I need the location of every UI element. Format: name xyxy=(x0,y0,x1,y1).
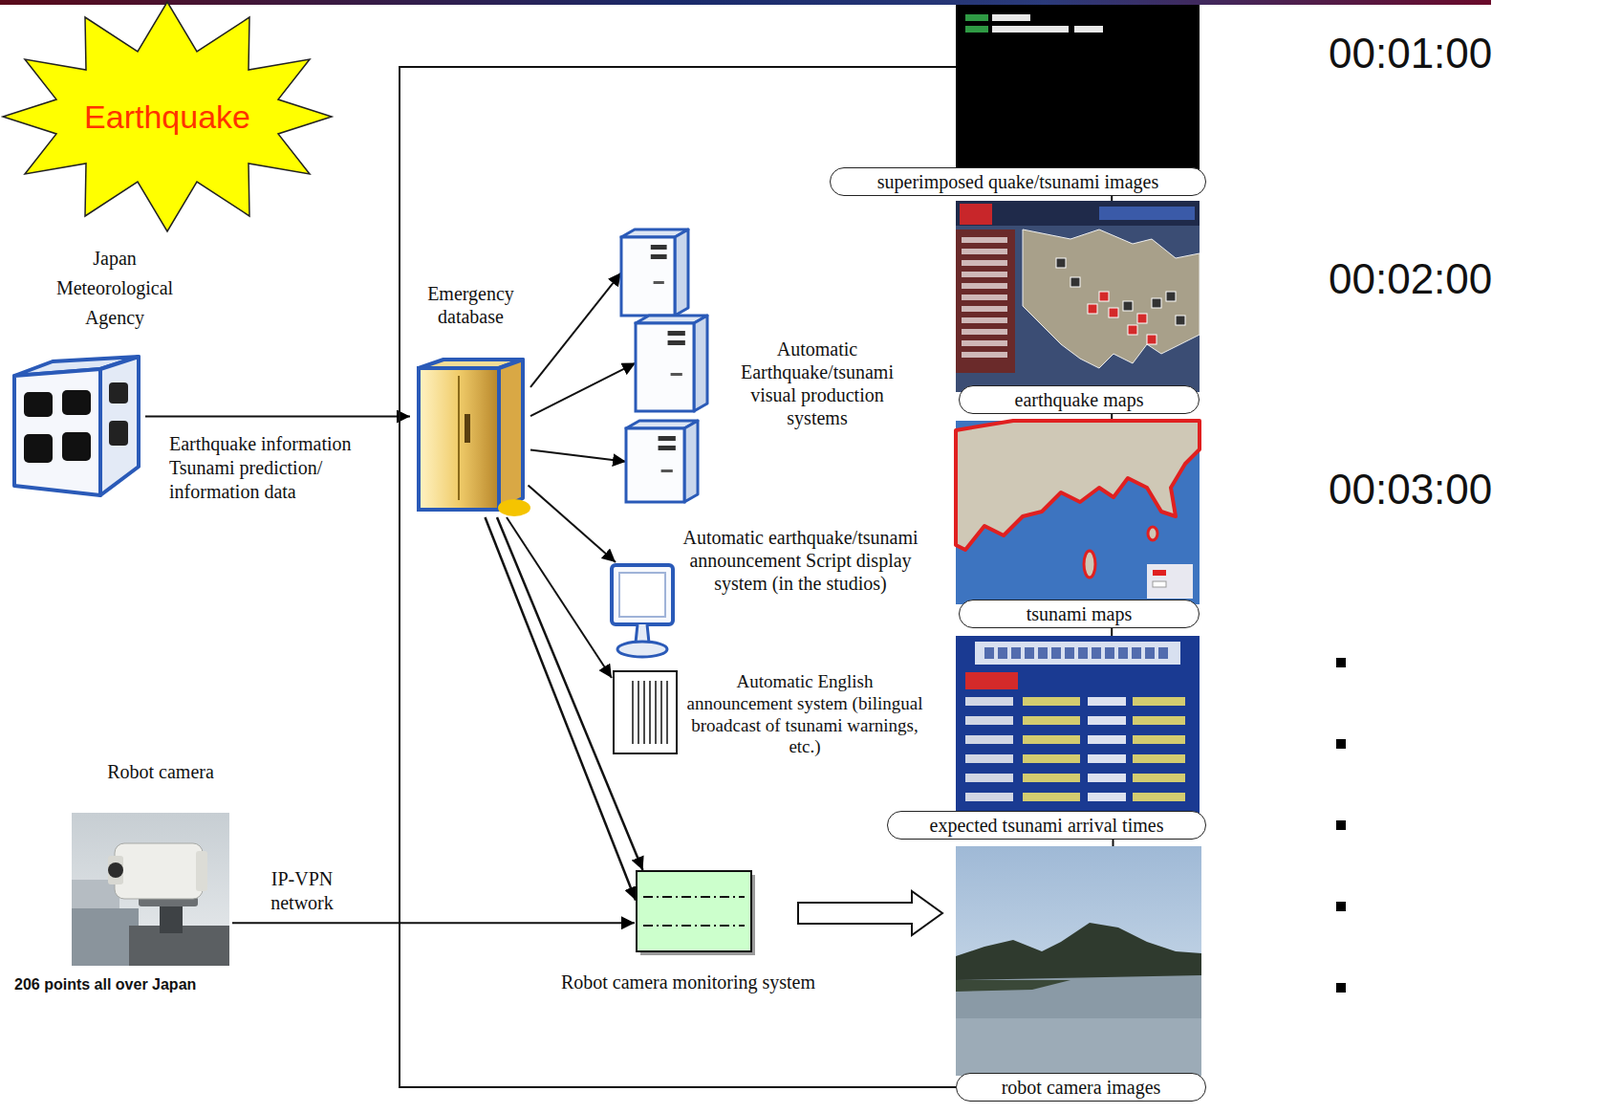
starburst-text-area: Earthquake xyxy=(0,0,335,235)
caption-box: expected tsunami arrival times xyxy=(886,810,1207,840)
system-label: Automatic English announcement system (b… xyxy=(685,670,925,758)
caption-box: tsunami maps xyxy=(958,599,1200,628)
connector-line xyxy=(1112,839,1115,846)
connector-line xyxy=(1110,195,1113,201)
caption-text: expected tsunami arrival times xyxy=(895,813,1198,837)
connector-line xyxy=(1110,627,1113,636)
system-label: Automatic earthquake/tsunami announcemen… xyxy=(673,525,928,595)
edge-label: IP-VPN network xyxy=(259,866,346,915)
connector-line xyxy=(506,517,612,678)
screen-node: robot camera images xyxy=(955,845,1207,1104)
script-label-area: Automatic earthquake/tsunami announcemen… xyxy=(673,525,928,595)
camera-photo-svg xyxy=(71,812,230,966)
connector-line xyxy=(530,449,627,461)
bullet-square xyxy=(1336,982,1346,993)
agency-label: Japan Meteorological Agency xyxy=(47,243,182,333)
edge-label-area: Earthquake information Tsunami predictio… xyxy=(169,432,380,504)
time-label: 00:01:00 xyxy=(1328,28,1492,80)
database-node: Emergency database xyxy=(406,281,536,521)
caption-text: robot camera images xyxy=(964,1075,1198,1099)
system-label: Automatic Earthquake/tsunami visual prod… xyxy=(726,337,909,430)
agency-label-area: Japan Meteorological Agency xyxy=(47,243,182,333)
visual-production-node: Automatic Earthquake/tsunami visual prod… xyxy=(616,224,923,507)
caption-text: tsunami maps xyxy=(967,602,1191,626)
announcer-icon-svg xyxy=(611,669,679,756)
screen-image xyxy=(955,845,1202,1076)
monitoring-box xyxy=(635,869,756,956)
caption-box: earthquake maps xyxy=(958,385,1200,414)
screen-image xyxy=(955,200,1200,392)
connector-line xyxy=(145,415,411,418)
caption-box: robot camera images xyxy=(955,1072,1207,1102)
english-announcement-node: Automatic English announcement system (b… xyxy=(608,669,930,765)
database-label: Emergency database xyxy=(406,281,536,328)
monitoring-box-svg xyxy=(635,869,756,956)
hollow-arrow xyxy=(798,890,943,935)
screen-image xyxy=(955,420,1200,605)
time-label: 00:02:00 xyxy=(1328,254,1492,305)
connector-line xyxy=(399,66,956,1087)
script-display-node: Automatic earthquake/tsunami announcemen… xyxy=(608,525,930,665)
database-icon xyxy=(410,356,531,518)
agency-node: Japan Meteorological Agency xyxy=(4,243,187,507)
monitoring-label-area: Robot camera monitoring system xyxy=(540,970,837,994)
caption-box: superimposed quake/tsunami images xyxy=(829,167,1207,196)
server-icons xyxy=(616,224,713,507)
connector-line xyxy=(530,363,636,417)
screen-image-svg xyxy=(955,420,1200,605)
starburst-text: Earthquake xyxy=(84,98,251,136)
bullet-square xyxy=(1336,657,1346,668)
building-icon-svg xyxy=(9,351,144,502)
time-label: 00:03:00 xyxy=(1328,464,1492,516)
screen-node: earthquake maps xyxy=(955,200,1203,416)
screen-node: superimposed quake/tsunami images xyxy=(829,4,1208,201)
building-icon xyxy=(9,351,144,502)
english-label-area: Automatic English announcement system (b… xyxy=(685,670,925,758)
edge-label-area: IP-VPN network xyxy=(259,866,346,915)
time-label-area: 00:02:00 xyxy=(1328,254,1492,305)
camera-note: 206 points all over Japan xyxy=(14,974,196,994)
robot-camera-node: Robot camera 206 points all over Japan xyxy=(9,759,259,1004)
camera-note-area: 206 points all over Japan xyxy=(14,974,196,994)
system-label: Robot camera monitoring system xyxy=(540,970,837,994)
time-label-area: 00:01:00 xyxy=(1328,28,1492,80)
camera-label: Robot camera xyxy=(84,759,238,783)
top-bar xyxy=(0,0,1492,5)
monitor-icon-svg xyxy=(608,562,676,660)
screen-node: tsunami maps xyxy=(955,420,1203,631)
announcer-icon xyxy=(611,669,679,756)
caption-text: superimposed quake/tsunami images xyxy=(838,170,1198,194)
edge-label: Earthquake information Tsunami predictio… xyxy=(169,432,380,504)
screen-image xyxy=(955,4,1200,177)
connector-line xyxy=(528,484,617,563)
database-label-area: Emergency database xyxy=(406,281,536,328)
camera-label-area: Robot camera xyxy=(84,759,238,783)
screen-image-svg xyxy=(955,4,1200,177)
visual-label-area: Automatic Earthquake/tsunami visual prod… xyxy=(726,337,909,430)
database-icon-svg xyxy=(410,356,531,518)
screen-image-svg xyxy=(955,200,1200,392)
bullet-square xyxy=(1336,901,1346,911)
monitoring-node: Robot camera monitoring system xyxy=(540,869,837,999)
starburst-callout: Earthquake xyxy=(0,0,335,235)
bullet-square xyxy=(1336,738,1346,749)
time-label-area: 00:03:00 xyxy=(1328,464,1492,516)
bullet-square xyxy=(1336,820,1346,830)
connector-line xyxy=(530,272,622,388)
camera-photo xyxy=(71,812,230,966)
screen-node: expected tsunami arrival times xyxy=(886,635,1208,842)
screen-image-svg xyxy=(955,845,1202,1076)
screen-image xyxy=(955,635,1200,816)
caption-text: earthquake maps xyxy=(967,388,1191,411)
screen-image-svg xyxy=(955,635,1200,816)
server-icons-svg xyxy=(616,224,713,507)
monitor-icon xyxy=(608,562,676,660)
connector-line xyxy=(232,921,635,924)
